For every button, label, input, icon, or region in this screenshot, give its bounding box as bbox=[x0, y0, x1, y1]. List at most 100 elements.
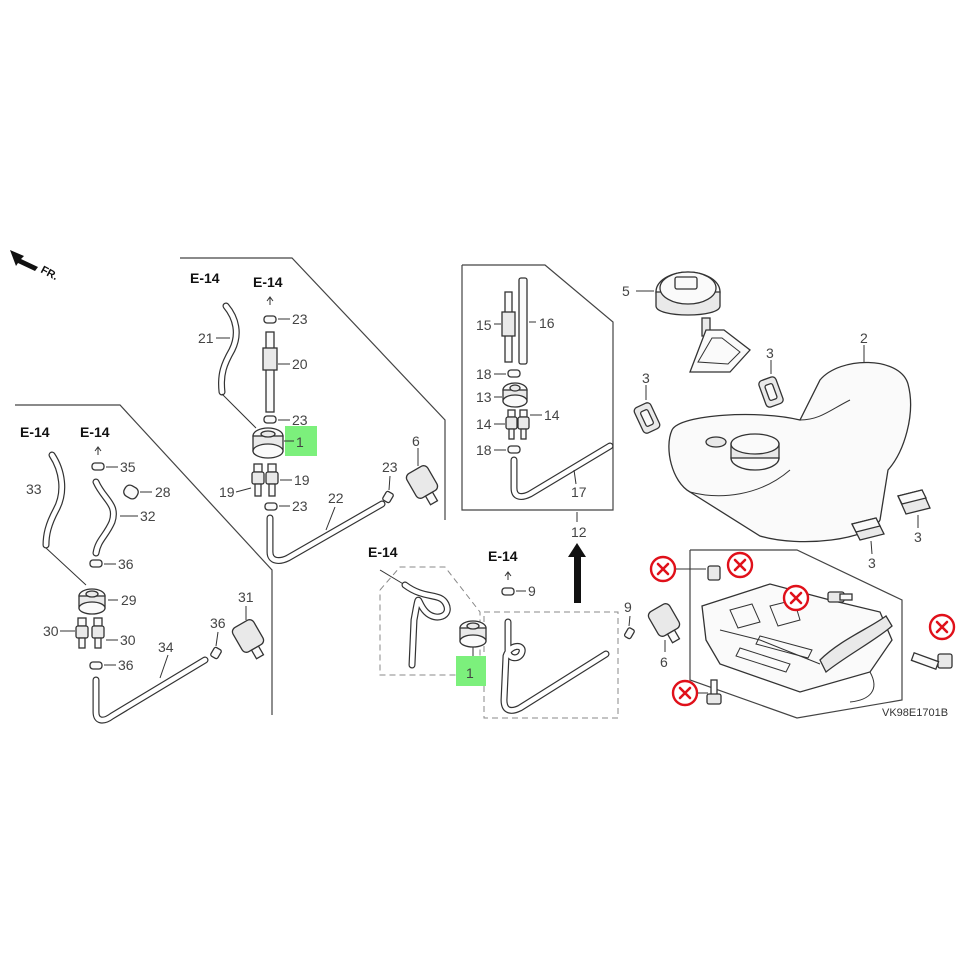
ref-label-e14: E-14 bbox=[368, 544, 398, 560]
hose-22 bbox=[267, 501, 385, 563]
callout-17: 17 bbox=[571, 484, 587, 500]
dashed-frame-tube bbox=[483, 611, 619, 719]
red-x-circle-icon[interactable] bbox=[649, 555, 677, 583]
coiled-hose bbox=[402, 582, 450, 668]
highlight-badge[interactable] bbox=[456, 656, 486, 686]
ref-label-e14: E-14 bbox=[80, 424, 110, 440]
clip-9a bbox=[501, 587, 515, 596]
callout-12: 12 bbox=[571, 524, 587, 540]
ref-label-e14: E-14 bbox=[20, 424, 50, 440]
clip-36 bbox=[89, 559, 103, 568]
red-x-circle-icon[interactable] bbox=[782, 584, 810, 612]
callout-9a: 9 bbox=[528, 583, 536, 599]
panel-frame-tank-guard bbox=[689, 549, 903, 719]
left-panel: E-14 E-14 33 35 32 28 36 29 bbox=[20, 424, 265, 724]
fuel-filter-6b bbox=[647, 603, 681, 644]
clip-23b bbox=[263, 415, 277, 424]
cushion-3d bbox=[897, 489, 931, 515]
callout-29: 29 bbox=[121, 592, 137, 608]
callout-18b: 18 bbox=[476, 442, 492, 458]
arrow-up-icon bbox=[94, 446, 102, 455]
grommet-1 bbox=[252, 427, 284, 459]
tube-15 bbox=[501, 291, 516, 363]
bolt-top bbox=[827, 591, 853, 603]
cap-logo bbox=[674, 276, 698, 290]
kit-panel: 15 16 18 13 14 14 bbox=[476, 277, 614, 500]
fuel-cap-5: 5 bbox=[622, 271, 751, 373]
clip-23a bbox=[263, 315, 277, 324]
red-x-circle-icon[interactable] bbox=[671, 679, 699, 707]
callout-3d: 3 bbox=[914, 529, 922, 545]
callout-3a: 3 bbox=[642, 370, 650, 386]
tube-20 bbox=[262, 331, 278, 413]
callout-31: 31 bbox=[238, 589, 254, 605]
check-valve-14a bbox=[505, 409, 518, 440]
callout-33: 33 bbox=[26, 481, 42, 497]
fuel-tank-2: 2 bbox=[668, 330, 912, 543]
arrow-up-icon bbox=[266, 296, 274, 305]
cushion-3b bbox=[758, 376, 784, 408]
up-arrow-icon bbox=[568, 543, 586, 603]
hose-33 bbox=[43, 452, 65, 548]
callout-3b: 3 bbox=[766, 345, 774, 361]
clamp-28 bbox=[123, 484, 139, 500]
grommet-29 bbox=[78, 588, 106, 615]
grommet-13 bbox=[502, 382, 528, 408]
callout-6a: 6 bbox=[412, 433, 420, 449]
hose-17 bbox=[511, 443, 613, 499]
ref-label-e14: E-14 bbox=[488, 548, 518, 564]
hose-21 bbox=[219, 303, 239, 395]
callout-9b: 9 bbox=[624, 599, 632, 615]
clip-36c bbox=[210, 646, 222, 660]
fuel-tube bbox=[501, 619, 609, 713]
clip-35 bbox=[91, 462, 105, 471]
callout-2: 2 bbox=[860, 330, 868, 346]
callout-35: 35 bbox=[120, 459, 136, 475]
callout-30a: 30 bbox=[43, 623, 59, 639]
callout-6b: 6 bbox=[660, 654, 668, 670]
callout-20: 20 bbox=[292, 356, 308, 372]
panel-frame-kit bbox=[461, 264, 614, 511]
callout-30b: 30 bbox=[120, 632, 136, 648]
red-x-circle-icon[interactable] bbox=[726, 551, 754, 579]
callout-22: 22 bbox=[328, 490, 344, 506]
callout-1a: 1 bbox=[296, 434, 304, 450]
callout-18a: 18 bbox=[476, 366, 492, 382]
callout-13: 13 bbox=[476, 389, 492, 405]
callout-3c: 3 bbox=[868, 555, 876, 571]
callout-23c: 23 bbox=[292, 498, 308, 514]
clip-23c bbox=[264, 502, 278, 511]
front-direction-arrow: FR. bbox=[10, 250, 60, 283]
check-valve-19a bbox=[251, 463, 265, 497]
red-x-circle-icon[interactable] bbox=[928, 613, 956, 641]
clip-9b bbox=[623, 627, 635, 640]
diagram-code: VK98E1701B bbox=[882, 707, 948, 719]
hose-34 bbox=[93, 657, 208, 723]
grommet-1b bbox=[459, 620, 487, 648]
callout-19a: 19 bbox=[219, 484, 235, 500]
callout-16: 16 bbox=[539, 315, 555, 331]
callout-14b: 14 bbox=[544, 407, 560, 423]
fuel-filter-31 bbox=[231, 619, 265, 660]
clip-36b bbox=[89, 661, 103, 670]
clip-23d bbox=[382, 490, 394, 504]
arrow-icon bbox=[10, 250, 38, 271]
tube-16 bbox=[518, 277, 528, 365]
panel-frame-middle bbox=[180, 257, 446, 520]
panel-frame-left bbox=[15, 404, 273, 715]
callout-28: 28 bbox=[155, 484, 171, 500]
hose-32 bbox=[93, 479, 116, 556]
callout-23a: 23 bbox=[292, 311, 308, 327]
callout-19b: 19 bbox=[294, 472, 310, 488]
direction-label: FR. bbox=[39, 264, 60, 283]
ref-label-e14: E-14 bbox=[190, 270, 220, 286]
callout-5: 5 bbox=[622, 283, 630, 299]
callout-36b: 36 bbox=[118, 657, 134, 673]
arrow-up-icon bbox=[504, 571, 512, 580]
callout-1b: 1 bbox=[466, 665, 474, 681]
callout-32: 32 bbox=[140, 508, 156, 524]
clip-18a bbox=[507, 369, 521, 378]
dashed-frame-hose bbox=[379, 566, 481, 676]
check-valve-30a bbox=[75, 617, 89, 649]
cushion-3a bbox=[633, 402, 661, 434]
